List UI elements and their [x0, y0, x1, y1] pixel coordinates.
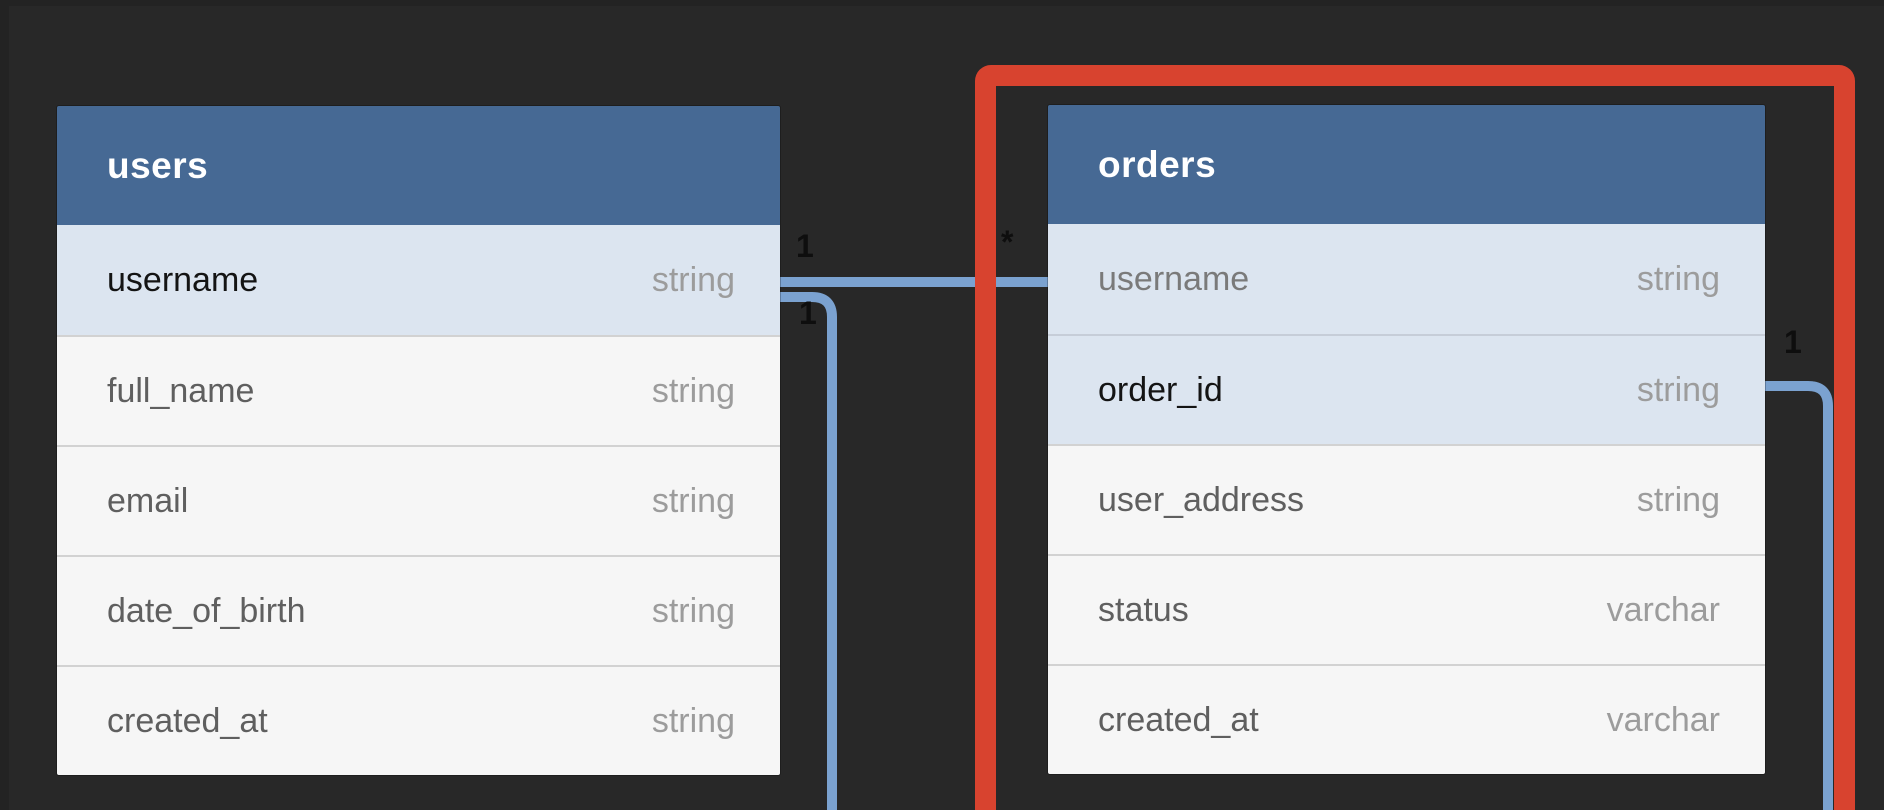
- cardinality-label-orders-many: *: [1001, 224, 1014, 260]
- field-name: status: [1098, 590, 1189, 629]
- field-type: string: [651, 260, 735, 299]
- table-users-row-email[interactable]: email string: [57, 445, 780, 555]
- table-orders-row-order-id[interactable]: order_id string: [1048, 334, 1765, 444]
- table-users-row-date-of-birth[interactable]: date_of_birth string: [57, 555, 780, 665]
- field-type: string: [1636, 259, 1720, 298]
- table-orders[interactable]: orders username string order_id string u…: [1048, 105, 1765, 774]
- field-name: email: [107, 481, 189, 520]
- field-name: date_of_birth: [107, 591, 306, 630]
- field-type: string: [1636, 480, 1720, 519]
- field-name: order_id: [1098, 370, 1223, 409]
- table-users-row-created-at[interactable]: created_at string: [57, 665, 780, 775]
- table-users-header[interactable]: users: [57, 106, 780, 225]
- table-orders-row-status[interactable]: status varchar: [1048, 554, 1765, 664]
- cardinality-label-users-one: 1: [796, 228, 814, 264]
- canvas-left-edge: [0, 0, 9, 810]
- canvas-top-edge: [0, 0, 1884, 6]
- field-name: full_name: [107, 371, 255, 410]
- table-users-title: users: [107, 144, 209, 186]
- field-type: string: [651, 371, 735, 410]
- table-orders-header[interactable]: orders: [1048, 105, 1765, 224]
- field-type: string: [651, 481, 735, 520]
- table-orders-row-username[interactable]: username string: [1048, 224, 1765, 334]
- table-users-row-username[interactable]: username string: [57, 225, 780, 335]
- field-name: username: [1098, 259, 1250, 298]
- table-orders-row-created-at[interactable]: created_at varchar: [1048, 664, 1765, 774]
- table-users-row-full-name[interactable]: full_name string: [57, 335, 780, 445]
- cardinality-label-order-id-one: 1: [1784, 324, 1802, 360]
- field-name: user_address: [1098, 480, 1305, 519]
- field-type: string: [651, 701, 735, 740]
- table-orders-title: orders: [1098, 143, 1217, 185]
- field-name: created_at: [1098, 700, 1259, 739]
- table-orders-row-user-address[interactable]: user_address string: [1048, 444, 1765, 554]
- field-type: string: [1636, 370, 1720, 409]
- table-users[interactable]: users username string full_name string e…: [57, 106, 780, 775]
- field-name: created_at: [107, 701, 268, 740]
- relationship-line-users-down[interactable]: [780, 292, 837, 810]
- field-type: string: [651, 591, 735, 630]
- field-name: username: [107, 260, 259, 299]
- field-type: varchar: [1606, 590, 1720, 629]
- cardinality-label-users-down-one: 1: [799, 295, 817, 331]
- field-type: varchar: [1606, 700, 1720, 739]
- relationship-line-orders-down[interactable]: [1765, 381, 1833, 810]
